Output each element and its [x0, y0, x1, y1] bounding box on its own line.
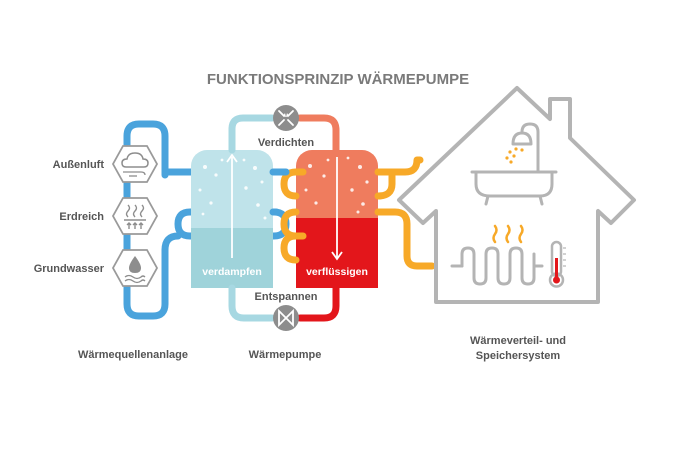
- ground-heat-icon: [111, 197, 159, 235]
- source-label-ground: Erdreich: [59, 211, 104, 223]
- water-drops-icon: [505, 147, 524, 164]
- refrigerant-warm-pipe: [296, 114, 340, 154]
- expansion-valve: [273, 305, 299, 331]
- evaporator-vessel: [191, 150, 273, 288]
- refrigerant-hot-pipe: [296, 281, 340, 322]
- page-title: FUNKTIONSPRINZIP WÄRMEPUMPE: [207, 71, 469, 88]
- house-outline: [397, 86, 636, 304]
- condenser-vessel: [296, 150, 378, 288]
- heat-waves-icon: [492, 224, 524, 244]
- evaporator-label: verdampfen: [202, 266, 262, 278]
- heating-loop-pipe: [280, 156, 436, 270]
- floor-heating-coil-icon: [450, 246, 544, 286]
- refrigerant-cold-pipe: [228, 114, 276, 322]
- caption-source-system: Wärmequellenanlage: [78, 349, 188, 361]
- caption-heat-pump: Wärmepumpe: [249, 349, 322, 361]
- compressor: [273, 105, 299, 131]
- thermometer-icon: [548, 240, 566, 288]
- caption-house-line1: Wärmeverteil- und: [470, 335, 566, 347]
- condenser-label: verflüssigen: [306, 266, 368, 278]
- water-drop-icon: [111, 249, 159, 287]
- compressor-label: Verdichten: [258, 137, 315, 149]
- bathtub-icon: [470, 122, 558, 206]
- cloud-wind-icon: [111, 145, 159, 183]
- source-label-groundwater: Grundwasser: [34, 263, 105, 275]
- source-label-air: Außenluft: [53, 159, 105, 171]
- expansion-label: Entspannen: [255, 291, 318, 303]
- caption-house-line2: Speichersystem: [476, 350, 561, 362]
